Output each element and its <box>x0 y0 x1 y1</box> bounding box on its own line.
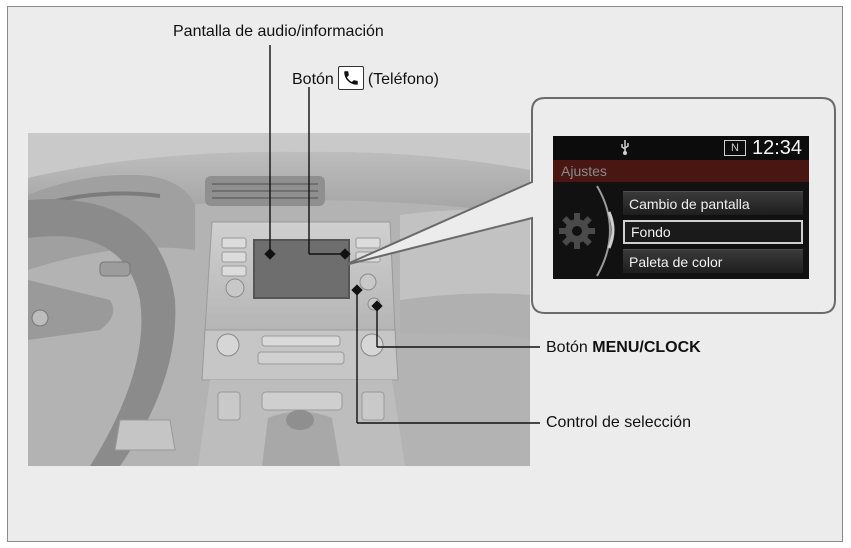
gear-icon <box>559 213 595 249</box>
phone-icon <box>337 66 364 90</box>
settings-screen: N 12:34 Ajustes Cambio de pantalla Fondo… <box>553 136 809 279</box>
menu-label-bold: MENU/CLOCK <box>592 339 701 356</box>
leader-markers <box>264 248 383 312</box>
phone-label-suffix: (Teléfono) <box>367 71 439 89</box>
clock: 12:34 <box>752 137 803 159</box>
screen-title: Ajustes <box>561 163 607 179</box>
display-label: Pantalla de audio/información <box>173 23 384 40</box>
dashboard-photo <box>28 133 530 466</box>
selector-label: Control de selección <box>546 414 691 431</box>
menu-label-prefix: Botón <box>546 339 588 356</box>
menu-item-cambio-de-pantalla[interactable]: Cambio de pantalla <box>623 191 803 215</box>
phone-label-prefix: Botón <box>292 71 334 89</box>
status-mode: N <box>724 140 746 156</box>
dial-arc <box>596 185 615 277</box>
phone-button-label: Botón (Teléfono) <box>292 66 439 90</box>
menu-item-fondo[interactable]: Fondo <box>623 220 803 244</box>
title-bar <box>553 160 809 182</box>
usb-icon <box>621 140 629 155</box>
menu-clock-label: Botón MENU/CLOCK <box>546 339 701 357</box>
menu-item-paleta-de-color[interactable]: Paleta de color <box>623 249 803 273</box>
status-bar <box>553 136 809 160</box>
leader-lines <box>269 45 540 424</box>
